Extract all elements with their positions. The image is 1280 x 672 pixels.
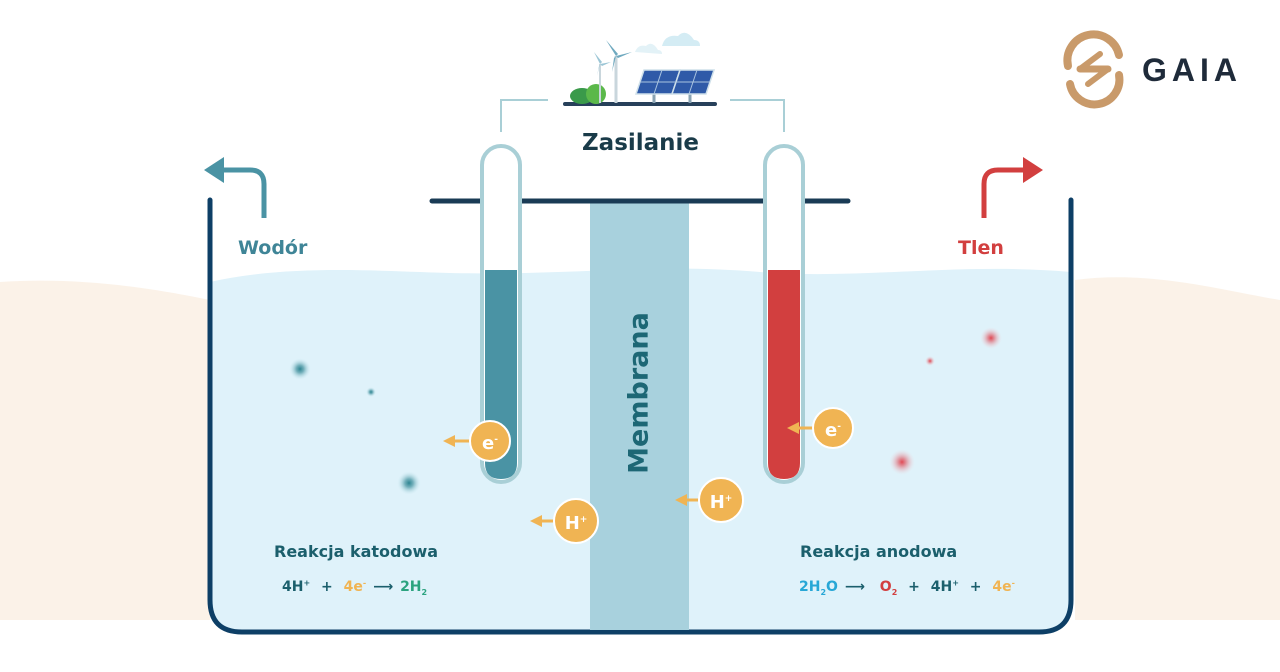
proton-ion-right: H+ (709, 492, 733, 513)
oxygen-bubbles (889, 327, 1002, 475)
anode-reaction-equation: 2H2O ⟶ O2 + 4H+ + 4e- (799, 578, 1015, 597)
hydrogen-outflow-arrow (204, 157, 267, 218)
reaction-arrow-icon: ⟶ (844, 578, 865, 595)
membrane-label: Membrana (623, 312, 655, 474)
electron-ion-cathode: e- (482, 433, 498, 454)
background-wash (0, 280, 210, 620)
hydrogen-bubbles (289, 358, 421, 495)
anode-reaction-title: Reakcja anodowa (800, 542, 958, 561)
proton-ion-left: H+ (564, 513, 588, 534)
wire-left (500, 99, 548, 132)
oxygen-label: Tlen (958, 237, 1004, 259)
background-wash-right (1075, 277, 1280, 620)
reaction-arrow-icon: ⟶ (373, 578, 394, 595)
electron-ion-anode: e- (825, 420, 841, 441)
power-source-icon (563, 32, 717, 106)
hydrogen-label: Wodór (238, 237, 308, 259)
ion-circles (469, 407, 854, 544)
oxygen-outflow-arrow (981, 157, 1043, 218)
membrane-bar (590, 202, 689, 630)
brand-name: GAIA (1142, 52, 1242, 88)
vessel-outline (207, 197, 1074, 635)
power-label: Zasilanie (582, 130, 700, 156)
gaia-logo-icon (1063, 30, 1124, 109)
cathode-reaction-title: Reakcja katodowa (274, 542, 439, 561)
cathode-reaction-equation: 4H+ + 4e- ⟶ 2H2 (282, 578, 428, 597)
wire-right (730, 99, 785, 132)
